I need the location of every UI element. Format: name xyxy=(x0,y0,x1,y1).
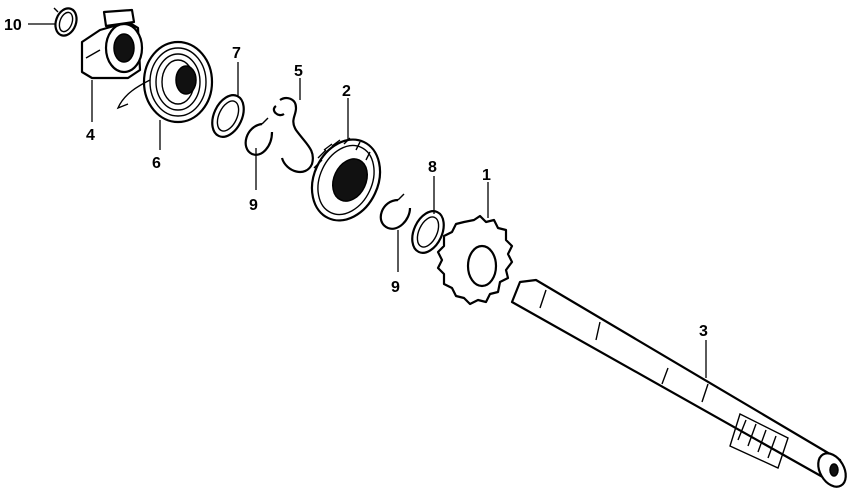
callout-3: 3 xyxy=(699,323,708,340)
callout-5: 5 xyxy=(294,63,303,80)
callout-1: 1 xyxy=(482,167,491,184)
part-5-ratchet-spring[interactable] xyxy=(272,97,314,174)
callout-9-lower: 9 xyxy=(391,279,400,296)
callout-8: 8 xyxy=(428,159,437,176)
part-2-ratchet[interactable] xyxy=(299,128,393,231)
callout-10: 10 xyxy=(4,17,22,34)
callout-7: 7 xyxy=(232,45,241,62)
callout-6: 6 xyxy=(152,155,161,172)
part-10-circlip[interactable] xyxy=(52,5,80,38)
part-9-circlip-lower[interactable] xyxy=(379,193,412,230)
callout-4: 4 xyxy=(86,127,95,144)
part-9-circlip-upper[interactable] xyxy=(244,117,274,156)
callout-9-upper: 9 xyxy=(249,197,258,214)
part-4-collar[interactable] xyxy=(80,8,144,80)
callout-2: 2 xyxy=(342,83,351,100)
part-7-washer[interactable] xyxy=(206,90,250,142)
part-6-spring[interactable] xyxy=(116,40,214,124)
part-8-washer[interactable] xyxy=(406,206,450,258)
part-1-gear[interactable] xyxy=(436,214,514,306)
part-3-spindle[interactable] xyxy=(510,278,850,492)
